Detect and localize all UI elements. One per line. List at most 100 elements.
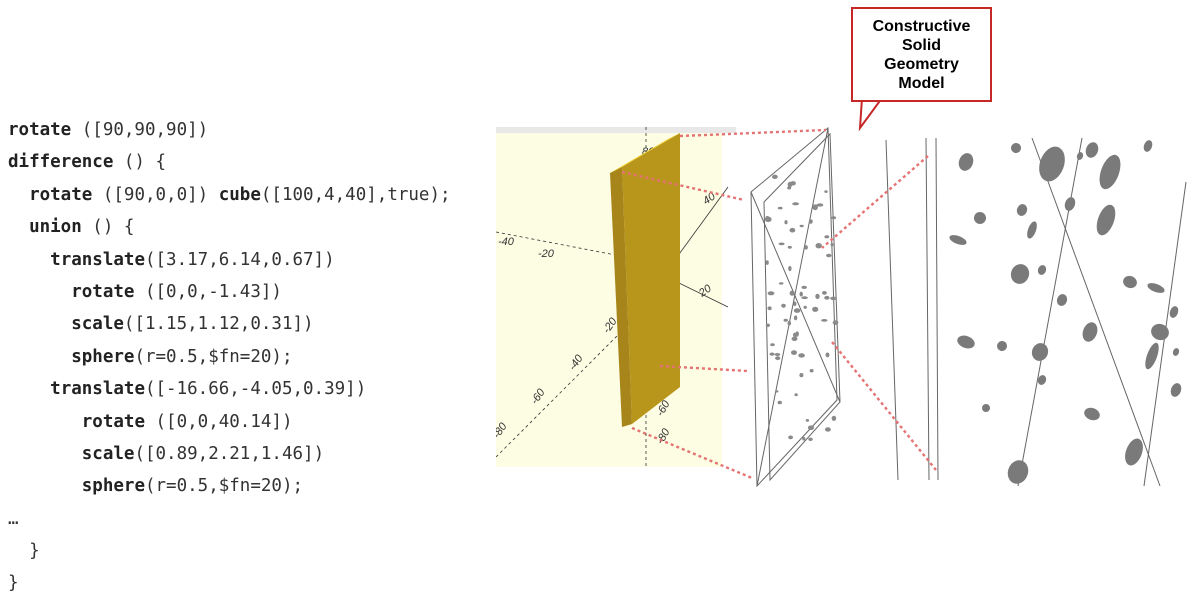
particle xyxy=(1096,204,1116,236)
code-line: difference () { xyxy=(8,146,486,178)
callout-tail xyxy=(858,98,884,132)
particle xyxy=(830,243,834,247)
particle xyxy=(802,436,806,441)
callout-line: Solid xyxy=(901,36,942,54)
wireframe-panel xyxy=(750,126,1187,488)
particle xyxy=(772,174,778,179)
particle xyxy=(826,253,832,258)
particle xyxy=(982,404,990,412)
particle xyxy=(1172,348,1180,356)
zoom-lines xyxy=(885,137,1187,487)
particle xyxy=(793,301,797,307)
code-keyword: scale xyxy=(81,443,135,464)
openscad-viewport: -80-60-40-2020406080-40-202040-20-40-60-… xyxy=(496,127,736,467)
code-keyword: translate xyxy=(50,249,145,270)
particle xyxy=(824,295,830,300)
particle xyxy=(788,435,793,440)
particle xyxy=(808,219,813,224)
particle xyxy=(770,343,775,347)
particle xyxy=(1027,221,1037,239)
particle xyxy=(824,190,828,193)
code-keyword: union xyxy=(29,217,82,238)
particle xyxy=(799,373,804,378)
particle xyxy=(801,296,808,300)
particle xyxy=(765,260,769,265)
particle xyxy=(831,216,837,220)
particle xyxy=(774,353,781,356)
code-keyword: translate xyxy=(50,379,145,400)
particle xyxy=(789,290,795,296)
code-text: } xyxy=(8,573,19,594)
code-text: ([-16.66,-4.05,0.39]) xyxy=(144,379,367,400)
particle xyxy=(1170,383,1182,397)
code-line: union () { xyxy=(8,211,486,243)
particle xyxy=(825,352,830,358)
code-line: sphere(r=0.5,$fn=20); xyxy=(8,341,486,373)
code-keyword: scale xyxy=(71,314,124,335)
particle xyxy=(791,350,797,355)
particle xyxy=(1037,265,1047,275)
code-line: } xyxy=(8,535,486,567)
particle xyxy=(777,400,782,405)
particles-small xyxy=(764,174,839,441)
axis-tick-label: -40 xyxy=(498,236,515,248)
particle xyxy=(1011,143,1021,153)
particle xyxy=(793,308,801,313)
code-text: (r=0.5,$fn=20); xyxy=(144,476,304,497)
code-text: ([1.15,1.12,0.31]) xyxy=(123,314,314,335)
particle xyxy=(974,212,986,224)
code-keyword: difference xyxy=(8,152,114,173)
particle xyxy=(821,319,828,322)
particle xyxy=(1085,142,1099,158)
axis-tick-label: -20 xyxy=(538,248,555,260)
particle xyxy=(788,265,792,272)
code-keyword: rotate xyxy=(71,281,135,302)
particle xyxy=(787,181,793,188)
wireframe-box xyxy=(750,126,841,488)
particle xyxy=(767,291,775,296)
code-text: ([0,0,40.14]) xyxy=(144,411,293,432)
code-line: rotate ([90,90,90]) xyxy=(8,114,486,146)
particle xyxy=(1031,343,1049,361)
particle xyxy=(775,356,781,361)
particle xyxy=(769,352,775,356)
code-keyword: sphere xyxy=(71,346,135,367)
particle xyxy=(799,224,804,228)
code-keyword: cube xyxy=(218,184,261,205)
code-text: … xyxy=(8,508,19,529)
code-line: translate([-16.66,-4.05,0.39]) xyxy=(8,373,486,405)
code-line: … xyxy=(8,503,486,535)
particle xyxy=(799,291,803,297)
particle xyxy=(1151,323,1169,341)
particle xyxy=(1084,407,1100,421)
code-keyword: rotate xyxy=(29,184,93,205)
code-line: translate([3.17,6.14,0.67]) xyxy=(8,244,486,276)
particle xyxy=(1082,322,1098,342)
code-text: () { xyxy=(81,217,135,238)
code-text: ([0,0,-1.43]) xyxy=(134,281,282,302)
particle xyxy=(774,390,779,393)
particle xyxy=(789,227,796,233)
particle xyxy=(787,245,792,249)
particle xyxy=(805,419,810,422)
particle xyxy=(1056,294,1068,306)
code-text: ([100,4,40],true); xyxy=(260,184,451,205)
particle xyxy=(958,153,974,171)
code-text: (r=0.5,$fn=20); xyxy=(134,346,293,367)
code-text: } xyxy=(29,541,40,562)
particle xyxy=(812,204,818,211)
code-line: rotate ([90,0,0]) cube([100,4,40],true); xyxy=(8,179,486,211)
particle xyxy=(778,242,785,246)
code-text: () { xyxy=(113,152,167,173)
particle xyxy=(957,335,975,349)
code-keyword: rotate xyxy=(8,120,72,140)
code-text: ([3.17,6.14,0.67]) xyxy=(144,249,335,270)
viewport-right-edge xyxy=(722,133,736,467)
particle xyxy=(784,220,788,225)
code-line: } xyxy=(8,567,486,599)
code-line: scale([0.89,2.21,1.46]) xyxy=(8,438,486,470)
particle xyxy=(832,320,839,325)
particle xyxy=(787,320,792,326)
particle xyxy=(1123,275,1137,289)
